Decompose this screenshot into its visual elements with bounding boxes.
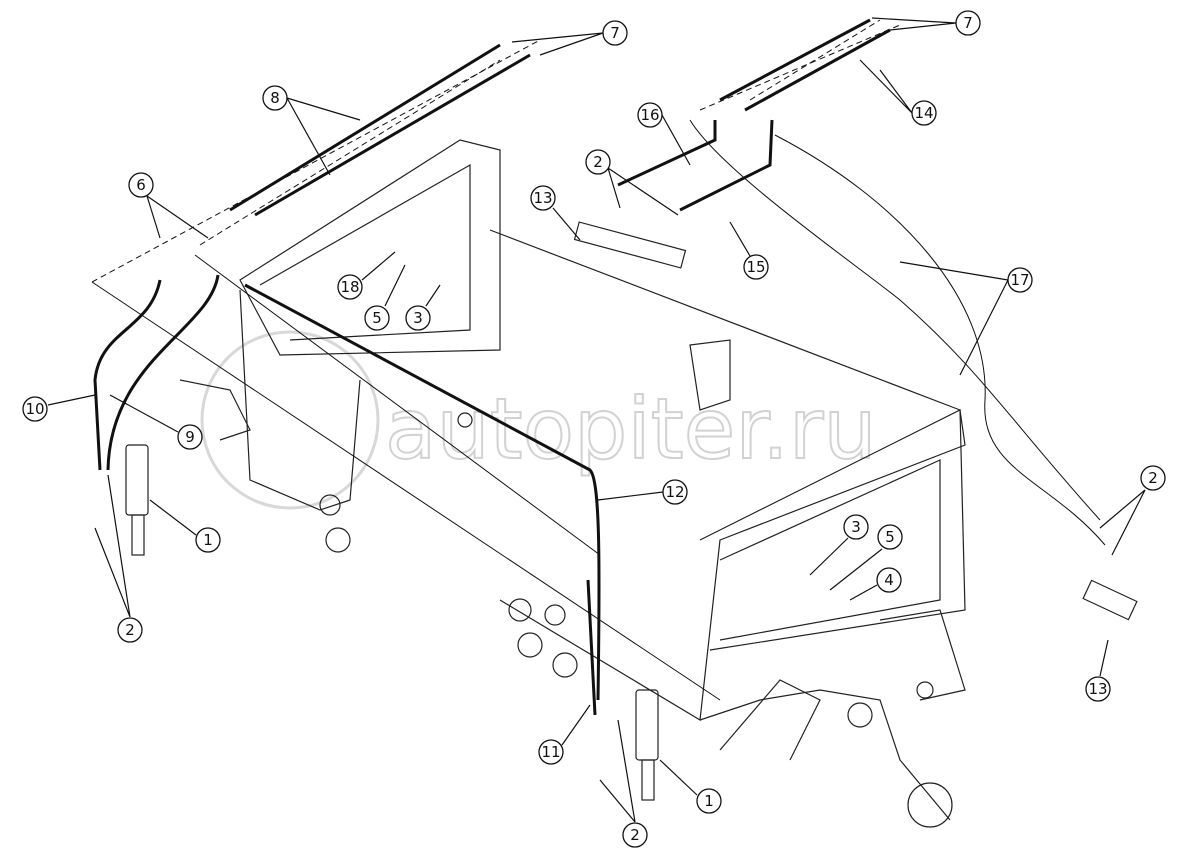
callout-15: 12 <box>662 479 688 505</box>
callout-label: 9 <box>185 428 195 446</box>
callout-circle <box>117 617 143 643</box>
callout-circle <box>22 396 48 422</box>
callout-2: 8 <box>262 85 288 111</box>
callout-label: 2 <box>593 153 603 171</box>
watermark: autopiter.ru <box>200 330 878 510</box>
callout-19: 2 <box>1140 465 1166 491</box>
callout-label: 8 <box>270 89 280 107</box>
callout-circle <box>696 788 722 814</box>
callout-label: 12 <box>665 483 684 501</box>
rods <box>91 19 901 701</box>
callout-label: 7 <box>610 24 620 42</box>
callout-label: 3 <box>413 309 423 327</box>
callout-6: 6 <box>128 172 154 198</box>
callout-4: 16 <box>637 102 663 128</box>
callout-label: 16 <box>640 106 659 124</box>
callout-23: 11 <box>538 739 564 765</box>
callout-circle <box>177 424 203 450</box>
callout-7: 13 <box>530 185 556 211</box>
callout-label: 1 <box>203 531 213 549</box>
callout-label: 14 <box>914 104 933 122</box>
callout-circle <box>662 479 688 505</box>
callout-label: 6 <box>136 176 146 194</box>
callout-3: 14 <box>911 100 937 126</box>
callout-circle <box>876 567 902 593</box>
watermark-text: autopiter.ru <box>385 380 877 478</box>
callout-label: 2 <box>125 621 135 639</box>
frame <box>179 139 966 828</box>
callout-circle <box>911 100 937 126</box>
callout-circle <box>843 514 869 540</box>
callout-20: 4 <box>876 567 902 593</box>
callout-label: 4 <box>884 571 894 589</box>
callout-24: 1 <box>696 788 722 814</box>
callout-circle <box>585 149 611 175</box>
callout-label: 2 <box>1148 469 1158 487</box>
callout-5: 2 <box>585 149 611 175</box>
callout-circle <box>364 305 390 331</box>
callout-circle <box>743 254 769 280</box>
callout-12: 3 <box>405 305 431 331</box>
callout-circle <box>955 10 981 36</box>
callout-9: 17 <box>1007 267 1033 293</box>
callout-label: 5 <box>372 309 382 327</box>
hydraulic-cylinders <box>125 221 1138 801</box>
callout-circle <box>262 85 288 111</box>
callout-25: 2 <box>622 822 648 848</box>
callout-1: 7 <box>955 10 981 36</box>
callout-circle <box>530 185 556 211</box>
callout-13: 10 <box>22 396 48 422</box>
callout-circle <box>602 20 628 46</box>
callout-circle <box>1085 676 1111 702</box>
callout-label: 1 <box>704 792 714 810</box>
callout-label: 11 <box>541 743 560 761</box>
callout-label: 13 <box>533 189 552 207</box>
callout-label: 3 <box>851 518 861 536</box>
callout-label: 13 <box>1088 680 1107 698</box>
leader-lines <box>47 17 1146 823</box>
callout-circle <box>637 102 663 128</box>
callout-14: 9 <box>177 424 203 450</box>
callout-label: 2 <box>630 826 640 844</box>
callout-8: 15 <box>743 254 769 280</box>
callout-circle <box>405 305 431 331</box>
callout-label: 15 <box>746 258 765 276</box>
rollers <box>319 494 578 678</box>
callout-circle <box>337 274 363 300</box>
callout-16: 1 <box>195 527 221 553</box>
callout-label: 7 <box>963 14 973 32</box>
callout-circle <box>128 172 154 198</box>
callout-circle <box>538 739 564 765</box>
callout-label: 5 <box>885 528 895 546</box>
callout-label: 10 <box>25 400 44 418</box>
callout-18: 5 <box>877 524 903 550</box>
callout-circle <box>195 527 221 553</box>
callout-circle <box>877 524 903 550</box>
callout-circle <box>1007 267 1033 293</box>
callout-label: 18 <box>340 278 359 296</box>
watermark-logo-circle <box>200 330 380 510</box>
callout-label: 17 <box>1010 271 1029 289</box>
callout-0: 7 <box>602 20 628 46</box>
hoses <box>93 18 1106 716</box>
callout-circle <box>622 822 648 848</box>
callout-22: 13 <box>1085 676 1111 702</box>
callout-11: 5 <box>364 305 390 331</box>
callout-10: 18 <box>337 274 363 300</box>
callout-17: 3 <box>843 514 869 540</box>
callout-21: 2 <box>117 617 143 643</box>
callout-circle <box>1140 465 1166 491</box>
